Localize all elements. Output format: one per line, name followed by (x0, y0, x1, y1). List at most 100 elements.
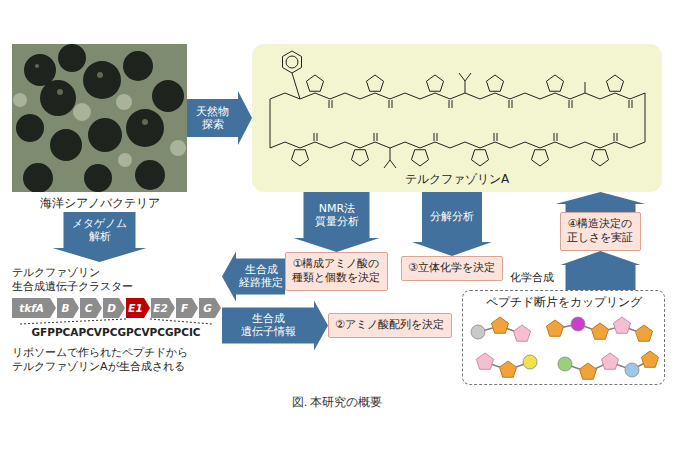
cluster-heading: テルクファゾリン 生合成遺伝子クラスター (12, 266, 133, 295)
photo-ground (12, 44, 187, 192)
ring-unit (591, 150, 608, 166)
panel-caption: 海洋シアノバクテリア (12, 195, 187, 212)
ring-unit (306, 75, 323, 91)
photo-panel: 海洋シアノバクテリア (12, 44, 187, 212)
arrow-label: 分解分析 (430, 210, 474, 223)
block-arrow (412, 192, 492, 256)
gene-arrow: C (80, 298, 102, 318)
block-arrow (222, 252, 285, 302)
residue-pentagon (613, 317, 630, 333)
gene-name: E2 (151, 298, 175, 318)
panel-heading: ペプチド断片をカップリング (463, 295, 664, 310)
residue-circle (558, 357, 572, 371)
gene-name: D (103, 298, 125, 318)
side-chains (292, 73, 585, 168)
gene-arrow: tkfA (12, 298, 56, 318)
gene-bracket (20, 319, 212, 324)
phenyl-ring (283, 51, 302, 73)
box-label: ②アミノ酸配列を決定 (335, 318, 444, 332)
gene-arrow-fill (12, 298, 56, 318)
result-box: ①構成アミノ酸の 種類と個数を決定 (285, 252, 388, 291)
gene-arrow: D (103, 298, 125, 318)
gene-arrow: E1 (126, 298, 150, 318)
carbonyl-bonds (314, 100, 632, 141)
molecule-panel-ground (252, 44, 662, 192)
residue-pentagon (641, 351, 658, 367)
ring-unit (426, 75, 443, 91)
cyanobacteria-photo (12, 44, 187, 192)
phenyl-aromatic (286, 56, 298, 68)
ring-unit (546, 75, 563, 91)
residue-pentagon (546, 320, 563, 336)
gene-name: F (176, 298, 198, 318)
residue-pentagon (513, 325, 530, 341)
arrow-label: 生合成 遺伝子情報 (241, 312, 296, 338)
residue-circle (571, 317, 585, 331)
molecule-panel: テルクファゾリンA (252, 44, 662, 192)
residue-pentagon (635, 325, 652, 341)
block-arrow (556, 192, 646, 212)
peptide-panel: ペプチド断片をカップリング (462, 290, 665, 385)
gene-arrow-fill (103, 298, 125, 318)
mat-highlight (35, 64, 148, 125)
residue-pentagon (591, 323, 608, 339)
ring-unit (291, 150, 308, 166)
gene-name: E1 (126, 298, 150, 318)
gene-arrow-fill (80, 298, 102, 318)
block-arrow (294, 192, 380, 252)
residue-pentagon (476, 353, 493, 369)
peptide-sequence: GFPPCAPCVPCGPCVPCGPCIC (10, 326, 222, 338)
arrow-label: 生合成 経路推定 (239, 263, 283, 289)
box-label: ③立体化学を決定 (408, 261, 495, 275)
arrow-label: メタゲノム 解析 (72, 217, 127, 243)
gene-name: tkfA (12, 298, 56, 318)
gene-arrow-fill (57, 298, 79, 318)
block-arrow (561, 251, 641, 290)
peptide-fragments (471, 317, 659, 379)
residue-pentagon (601, 353, 618, 369)
arrow-label: 天然物 探索 (196, 105, 229, 131)
residue-pentagon (491, 317, 508, 333)
ring-unit (531, 150, 548, 166)
gene-arrow: G (199, 298, 221, 318)
block-arrow (187, 91, 252, 145)
ring-unit (486, 75, 503, 91)
block-arrow (222, 301, 328, 351)
figure-caption: 図. 本研究の概要 (292, 394, 382, 411)
residue-circle (471, 325, 485, 339)
gene-name: B (57, 298, 79, 318)
arrow-label: 化学合成 (510, 271, 554, 284)
gene-arrow-fill (151, 298, 175, 318)
compound-name: テルクファゾリンA (252, 171, 662, 188)
gene-name: G (199, 298, 221, 318)
gene-name: C (80, 298, 102, 318)
gene-arrow: E2 (151, 298, 175, 318)
gene-cluster: テルクファゾリン 生合成遺伝子クラスター GFPPCAPCVPCGPCVPCGPC… (10, 262, 222, 378)
gene-arrow: B (57, 298, 79, 318)
gene-arrow-fill (126, 298, 150, 318)
cluster-note: リボソームで作られたペプチドから テルクファゾリンAが生合成される (12, 346, 188, 375)
residue-pentagon (499, 361, 516, 377)
gene-arrow: F (176, 298, 198, 318)
residue-circle (625, 363, 639, 377)
block-arrow (53, 212, 147, 262)
box-label: ①構成アミノ酸の 種類と個数を決定 (292, 257, 380, 286)
macrocycle-backbone (270, 93, 645, 148)
molecule-structure (270, 51, 645, 168)
box-label: ④構造決定の 正しさを実証 (567, 217, 633, 246)
result-box: ②アミノ酸配列を決定 (328, 313, 452, 338)
ring-unit (606, 75, 623, 91)
gene-arrow-fill (176, 298, 198, 318)
gene-arrow-fill (199, 298, 221, 318)
residue-pentagon (579, 363, 596, 379)
arrow-label: NMR法 質量分析 (315, 202, 359, 228)
result-box: ④構造決定の 正しさを実証 (560, 212, 641, 251)
cyanobacteria-mat (16, 44, 184, 192)
ring-unit (351, 150, 368, 166)
ring-unit (411, 150, 428, 166)
ring-unit (471, 150, 488, 166)
ring-unit (366, 75, 383, 91)
residue-circle (523, 355, 537, 369)
result-box: ③立体化学を決定 (401, 256, 503, 281)
